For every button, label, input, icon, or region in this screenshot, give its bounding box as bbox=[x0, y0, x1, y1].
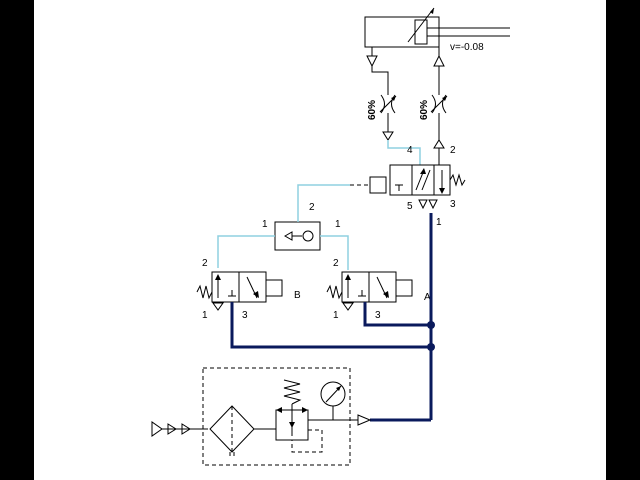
double-acting-cylinder[interactable] bbox=[364, 7, 510, 48]
service-unit-boundary bbox=[202, 367, 351, 466]
filter-icon bbox=[209, 405, 276, 456]
valve-a[interactable] bbox=[326, 271, 413, 311]
compressed-air-source bbox=[151, 421, 208, 437]
cylinder-right-connection bbox=[433, 47, 445, 92]
pressure-gauge-icon bbox=[320, 381, 346, 420]
shuttle-input-left-line bbox=[217, 235, 275, 268]
main-port-3: 3 bbox=[450, 199, 456, 210]
shuttle-port-left: 1 bbox=[262, 219, 268, 230]
pressure-supply-lines bbox=[230, 213, 433, 422]
valve-b-port-2: 2 bbox=[202, 258, 208, 269]
line-to-port-4 bbox=[387, 140, 421, 165]
main-port-2: 2 bbox=[450, 145, 456, 156]
shuttle-input-right-line bbox=[320, 235, 349, 270]
valve-a-name: A bbox=[424, 292, 431, 303]
velocity-label: v=-0.08 bbox=[450, 42, 484, 53]
throttle-left-label: 60% bbox=[367, 100, 378, 120]
shuttle-port-top: 2 bbox=[309, 202, 315, 213]
valve-a-port-2: 2 bbox=[333, 258, 339, 269]
valve-a-port-3: 3 bbox=[375, 310, 381, 321]
shuttle-valve[interactable] bbox=[274, 221, 321, 251]
throttle-valve-left[interactable] bbox=[379, 92, 397, 141]
main-port-1: 1 bbox=[436, 217, 442, 228]
junction-dot bbox=[427, 321, 435, 329]
throttle-right-label: 60% bbox=[419, 100, 430, 120]
main-port-5: 5 bbox=[407, 201, 413, 212]
outlet-arrow bbox=[357, 414, 372, 426]
valve-a-port-1: 1 bbox=[333, 310, 339, 321]
main-5-2-valve[interactable] bbox=[369, 164, 466, 210]
valve-b-name: B bbox=[294, 290, 301, 301]
cylinder-left-connection bbox=[366, 47, 389, 92]
main-port-4: 4 bbox=[407, 145, 413, 156]
shuttle-port-right: 1 bbox=[335, 219, 341, 230]
valve-b-port-1: 1 bbox=[202, 310, 208, 321]
shuttle-output-line bbox=[297, 184, 350, 222]
valve-b[interactable] bbox=[196, 271, 283, 311]
throttle-valve-right[interactable] bbox=[430, 92, 448, 150]
valve-b-port-3: 3 bbox=[242, 310, 248, 321]
junction-dot bbox=[427, 343, 435, 351]
